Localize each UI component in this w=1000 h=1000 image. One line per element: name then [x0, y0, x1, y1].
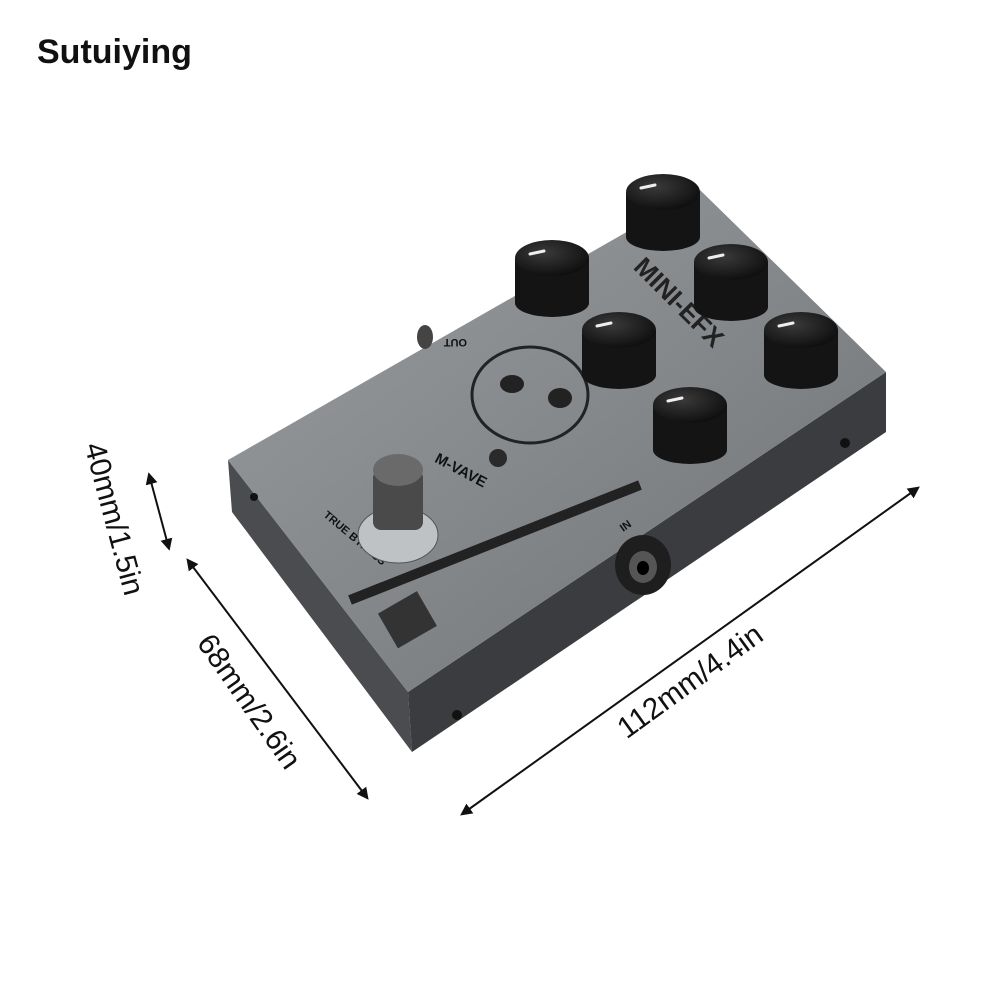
knob[interactable]: [626, 174, 700, 251]
output-jack: [417, 325, 433, 349]
knob[interactable]: [694, 244, 768, 321]
knob[interactable]: [653, 387, 727, 464]
brand-title: Sutuiying: [37, 33, 192, 71]
width-dimension-line: [186, 558, 369, 800]
input-jack[interactable]: [615, 535, 671, 595]
length-dimension-line: [460, 486, 920, 816]
panda-artwork: [470, 345, 590, 445]
knob[interactable]: [582, 312, 656, 389]
knob[interactable]: [515, 240, 589, 317]
knob[interactable]: [764, 312, 838, 389]
screw: [250, 493, 258, 501]
height-dimension-line: [145, 472, 173, 551]
jack-out-label: OUT: [444, 336, 468, 348]
screw: [840, 438, 850, 448]
footswitch[interactable]: [357, 454, 439, 564]
screw: [452, 710, 462, 720]
led-indicator: [489, 449, 507, 467]
